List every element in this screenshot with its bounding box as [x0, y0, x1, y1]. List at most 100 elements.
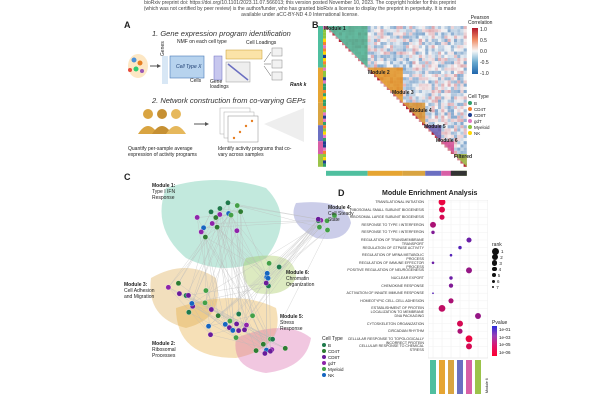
module-bottom-bar: [441, 170, 454, 176]
term-label: RIBOSOMAL LARGE SUBUNIT BIOGENESIS: [349, 215, 424, 220]
heatmap-cell: [457, 29, 461, 33]
heatmap-cell: [367, 38, 371, 42]
celltype-strip: [323, 118, 326, 122]
heatmap-cell: [447, 122, 451, 126]
heatmap-cell: [450, 77, 454, 81]
heatmap-cell: [441, 51, 445, 55]
module-axis-tick: Module 6: [475, 360, 489, 394]
heatmap-cell: [415, 64, 419, 68]
heatmap-cell: [454, 54, 458, 58]
heatmap-cell: [441, 67, 445, 71]
heatmap-cell: [438, 54, 442, 58]
celltype-strip: [323, 38, 326, 42]
network-node: [222, 321, 229, 328]
heatmap-cell: [428, 90, 432, 94]
heatmap-cell: [390, 51, 394, 55]
network-edge: [238, 313, 245, 330]
svg-text:Cell Type X: Cell Type X: [176, 64, 202, 70]
heatmap-cell: [463, 26, 467, 30]
heatmap-cell: [402, 38, 406, 42]
panel-a-letter: A: [124, 20, 131, 30]
celltype-strip: [323, 32, 326, 36]
network-edge: [186, 295, 247, 326]
heatmap-cell: [463, 83, 467, 87]
heatmap-cell: [463, 122, 467, 126]
heatmap-cell: [370, 26, 374, 30]
heatmap-cell: [431, 99, 435, 103]
heatmap-cell: [438, 96, 442, 100]
heatmap-cell: [390, 58, 394, 62]
heatmap-module-5: Module 5: [424, 124, 446, 130]
heatmap-cell: [438, 118, 442, 122]
heatmap-cell: [418, 61, 422, 65]
pvalue-tick: 1e-03: [499, 334, 511, 340]
heatmap-cell: [454, 109, 458, 113]
heatmap-cell: [425, 70, 429, 74]
heatmap-cell: [454, 83, 458, 87]
heatmap-cell: [409, 77, 413, 81]
heatmap-cell: [431, 122, 435, 126]
network-edge: [211, 215, 232, 310]
heatmap-cell: [418, 83, 422, 87]
network-node: [202, 234, 209, 240]
heatmap-cell: [428, 93, 432, 97]
heatmap-cell: [402, 99, 406, 103]
heatmap-cell: [422, 26, 426, 30]
heatmap-cell: [447, 54, 451, 58]
heatmap-cell: [418, 67, 422, 71]
heatmap-cell: [457, 42, 461, 46]
heatmap-cell: [412, 45, 416, 49]
legend-swatch: [322, 373, 326, 377]
heatmap-cell: [457, 138, 461, 142]
heatmap-cell: [444, 106, 448, 110]
heatmap-cell: [406, 38, 410, 42]
network-edge: [230, 215, 267, 284]
module-axis-tick: Module 1: [430, 360, 444, 394]
heatmap-cell: [460, 106, 464, 110]
network-edge: [185, 213, 229, 296]
banner-line-2: (which was not certified by peer review)…: [143, 6, 457, 12]
heatmap-cell: [406, 45, 410, 49]
heatmap-cell: [428, 67, 432, 71]
heatmap-cell: [438, 122, 442, 126]
preprint-banner: bioRxiv preprint doi: https://doi.org/10…: [40, 0, 560, 18]
quantify-label: Quantify per-sample average expression o…: [128, 146, 197, 158]
heatmap-cell: [454, 26, 458, 30]
heatmap-cell: [367, 58, 371, 62]
heatmap-cell: [431, 80, 435, 84]
banner-line-1: bioRxiv preprint doi: https://doi.org/10…: [144, 0, 456, 6]
panel-d-title: Module Enrichment Analysis: [382, 190, 478, 197]
heatmap-cell: [380, 64, 384, 68]
heatmap-cell: [444, 74, 448, 78]
heatmap-cell: [402, 64, 406, 68]
module-desc: Cell Steady State: [328, 211, 354, 223]
heatmap-cell: [454, 29, 458, 33]
module-title: Module 4:: [328, 205, 352, 211]
heatmap-cell: [409, 80, 413, 84]
panel-c-legend-item: NK: [322, 372, 344, 378]
network-edge: [238, 211, 241, 314]
module-network: [150, 180, 351, 373]
heatmap-cell: [367, 64, 371, 68]
module-hull: [150, 268, 218, 328]
nmf-label: NMF on each cell type: [177, 39, 227, 45]
heatmap-cell: [415, 54, 419, 58]
term-label: ACTIVATION OF INNATE IMMUNE RESPONSE: [346, 291, 424, 296]
heatmap-module-3: Module 3: [392, 90, 414, 96]
enrichment-dot: [466, 267, 472, 274]
heatmap-cell: [463, 118, 467, 122]
heatmap-cell: [409, 35, 413, 39]
module-desc: Cell Adhesion and Migration: [124, 288, 155, 300]
rank-legend-item: 6: [492, 278, 504, 284]
heatmap-cell: [450, 138, 454, 142]
network-edge: [212, 223, 268, 274]
heatmap-cell: [454, 61, 458, 65]
network-node: [165, 284, 172, 291]
heatmap-cell: [434, 26, 438, 30]
heatmap-cell: [380, 58, 384, 62]
heatmap-cell: [463, 144, 467, 148]
heatmap-cell: [374, 58, 378, 62]
network-edge: [192, 306, 211, 335]
heatmap-cell: [450, 102, 454, 106]
